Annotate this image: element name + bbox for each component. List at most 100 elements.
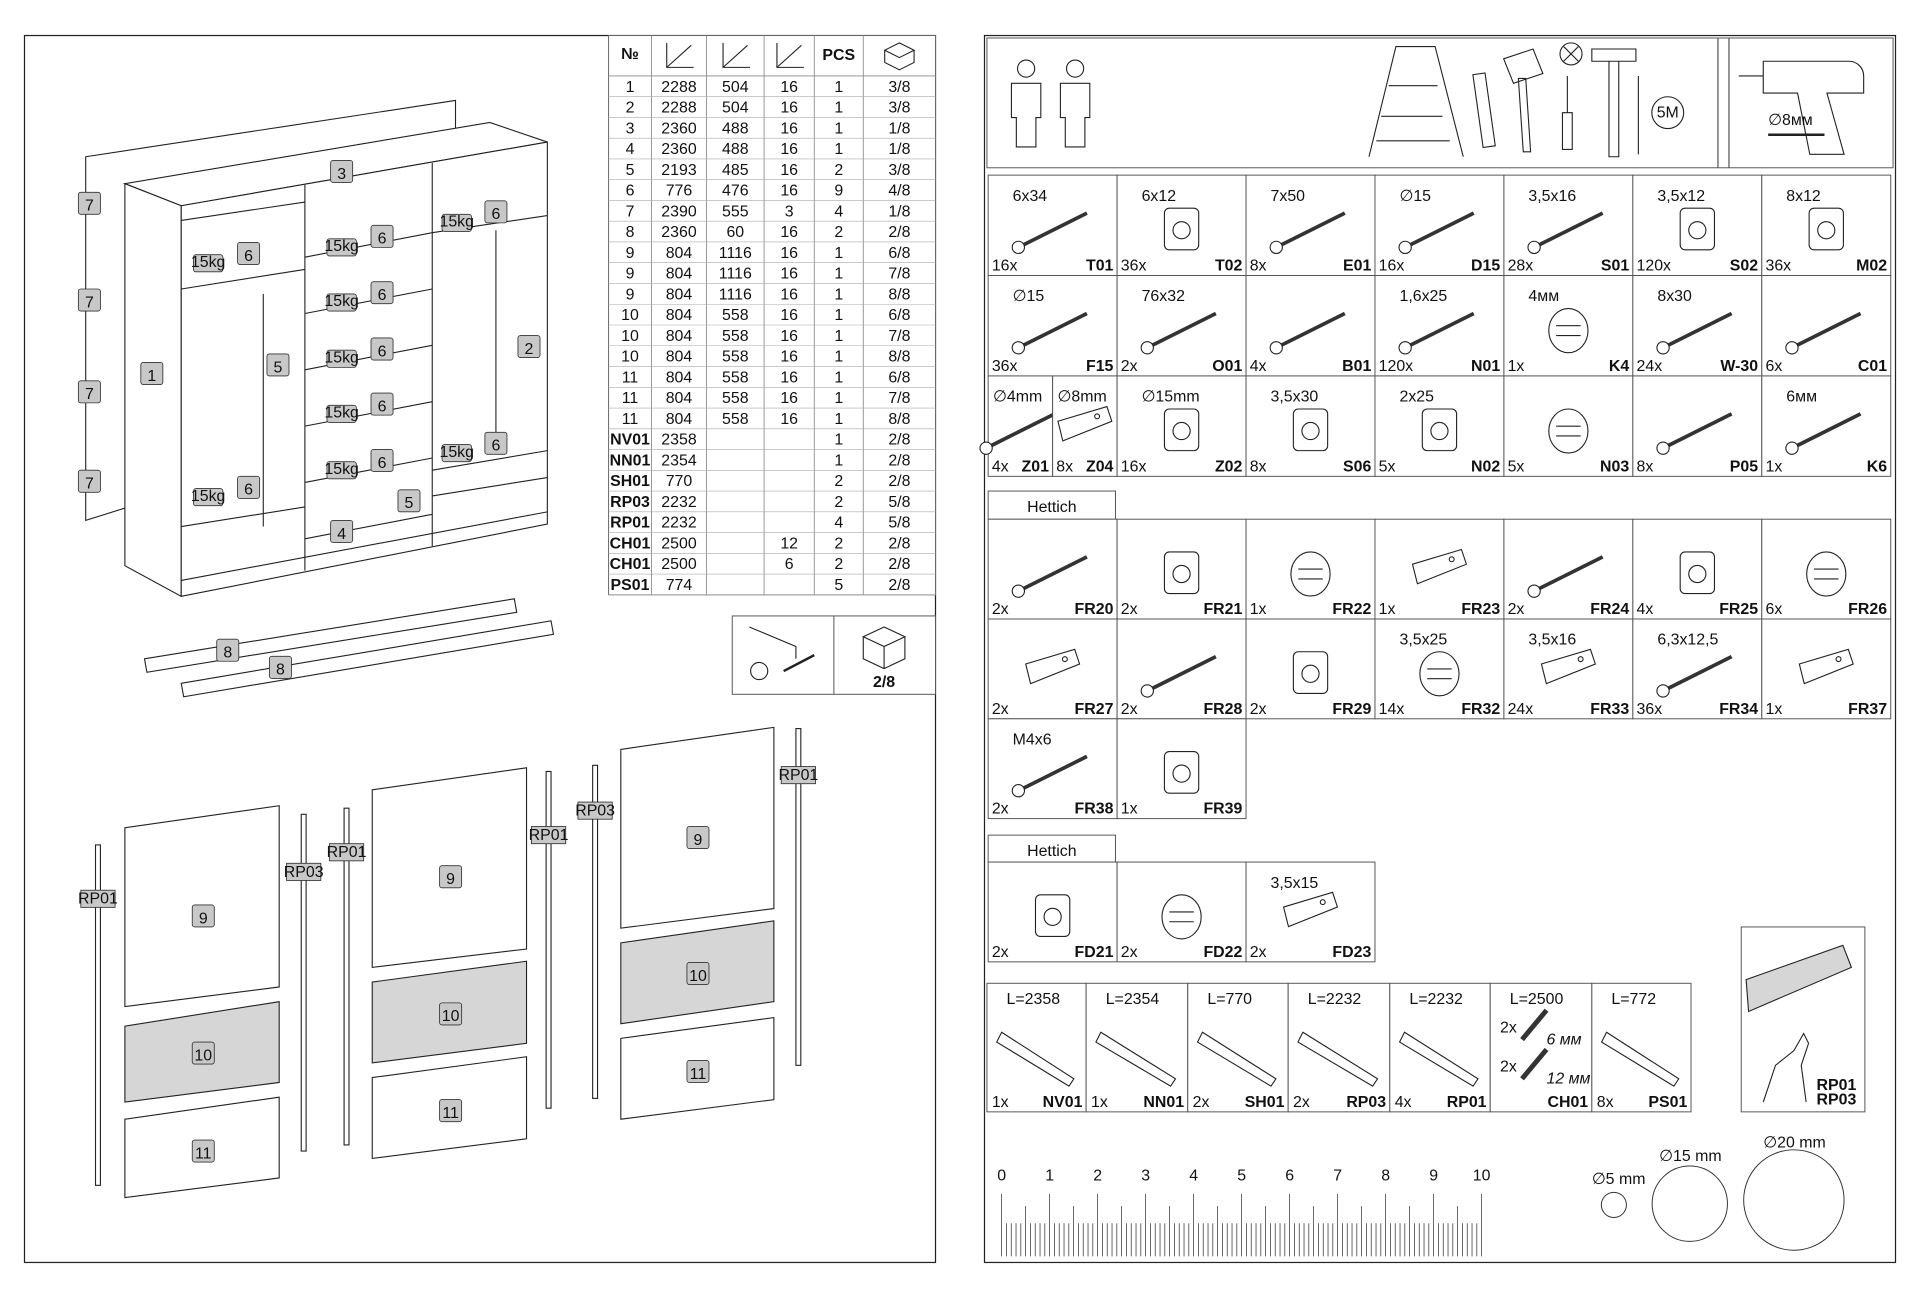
table-cell: 8/8 — [888, 411, 910, 428]
drill-icon — [1762, 60, 1865, 155]
part-tag-shelf: 6 — [378, 287, 387, 304]
hardware-code: N01 — [1471, 358, 1500, 375]
table-cell: 9 — [626, 286, 635, 303]
hardware-qty: 6x — [1765, 358, 1782, 375]
table-cell: 1 — [834, 245, 843, 262]
table-cell: PS01 — [611, 577, 650, 594]
table-cell: 558 — [722, 369, 749, 386]
part-s06-icon — [1292, 408, 1329, 452]
hammer-rubber-icon — [1502, 48, 1544, 153]
table-cell: 1/8 — [888, 120, 910, 137]
table-cell: 1 — [834, 141, 843, 158]
table-cell: 2288 — [661, 79, 697, 96]
hardware-qty: 36x — [1637, 701, 1663, 718]
utility-knife-icon — [1472, 72, 1496, 149]
profile-length: L=2354 — [1106, 991, 1160, 1008]
part-fr32-icon — [1419, 651, 1460, 697]
part-fd23-icon — [1282, 891, 1339, 928]
hardware-code: W-30 — [1720, 358, 1758, 375]
hardware-size: 3,5x12 — [1657, 188, 1705, 205]
hardware-code: Z04 — [1086, 458, 1114, 475]
part-tag-back: 7 — [85, 476, 94, 493]
part-fr23-icon — [1411, 548, 1468, 585]
profile-length: L=2232 — [1308, 991, 1362, 1008]
table-cell: 7/8 — [888, 328, 910, 345]
door-tag: 9 — [694, 832, 703, 849]
hardware-code: O01 — [1212, 358, 1242, 375]
part-fr34-icon — [1656, 655, 1733, 698]
part-fr29-icon — [1292, 651, 1329, 694]
table-cell: RP01 — [610, 515, 650, 532]
hardware-qty: 1x — [1765, 458, 1782, 475]
part-fr25-icon — [1679, 551, 1716, 595]
part-tag-bottom: 4 — [337, 526, 346, 543]
table-cell: 488 — [722, 120, 749, 137]
part-tag-box — [140, 362, 164, 385]
part-n03-icon — [1548, 408, 1589, 454]
ruler-label: 6 — [1285, 1167, 1294, 1184]
table-cell: 558 — [722, 349, 749, 366]
part-s01-icon — [1527, 211, 1604, 255]
table-cell: 10 — [621, 307, 639, 324]
table-cell: 16 — [780, 286, 798, 303]
ruler-label: 9 — [1429, 1167, 1438, 1184]
hardware-qty: 2x — [992, 701, 1009, 718]
ruler-label: 7 — [1333, 1167, 1342, 1184]
profile-qty: 2x — [1193, 1094, 1210, 1111]
part-tag-box — [216, 638, 240, 662]
table-cell: 10 — [621, 328, 639, 345]
profile-tag-box — [577, 801, 613, 820]
hardware-code: T01 — [1086, 258, 1114, 275]
profile-sh01-icon — [1196, 1031, 1277, 1087]
door-tag: 11 — [690, 1066, 707, 1083]
part-tag-shelf: 6 — [378, 455, 387, 472]
table-cell: 5 — [834, 577, 843, 594]
hardware-code: FR29 — [1332, 701, 1371, 718]
hardware-qty: 1x — [1250, 601, 1267, 618]
hardware-qty: 120x — [1637, 258, 1672, 275]
profile-rp01-icon — [1398, 1031, 1479, 1087]
vertical-profile — [300, 813, 307, 1152]
profile-tag: RP03 — [284, 864, 324, 881]
profile-rp03-icon — [1297, 1031, 1379, 1087]
part-tag-box — [193, 254, 224, 273]
hardware-cell — [1632, 275, 1763, 377]
part-p05-icon — [1656, 412, 1733, 455]
header-no: № — [621, 46, 639, 63]
hardware-code: FR39 — [1203, 801, 1242, 818]
profile-code: CH01 — [1547, 1094, 1588, 1111]
profile-cell — [1489, 982, 1593, 1113]
left-side-panel — [124, 182, 182, 598]
hardware-size: 8x12 — [1786, 188, 1821, 205]
hardware-code: FR28 — [1203, 701, 1242, 718]
part-tag-box — [326, 461, 357, 480]
table-cell: 4/8 — [888, 183, 910, 200]
hardware-qty: 8x — [1637, 458, 1654, 475]
table-cell: 1116 — [719, 266, 752, 283]
table-cell: 16 — [780, 328, 798, 345]
door-tag-box — [686, 1060, 710, 1083]
step-ladder-icon — [1368, 45, 1464, 157]
svg-text:5M: 5M — [1657, 105, 1679, 122]
table-cell: 555 — [722, 203, 749, 220]
vertical-profile — [94, 844, 101, 1186]
table-cell: 2232 — [661, 494, 697, 511]
profile-tag: RP01 — [529, 827, 569, 844]
hardware-code: FD22 — [1203, 944, 1242, 961]
table-cell: 3 — [785, 203, 794, 220]
